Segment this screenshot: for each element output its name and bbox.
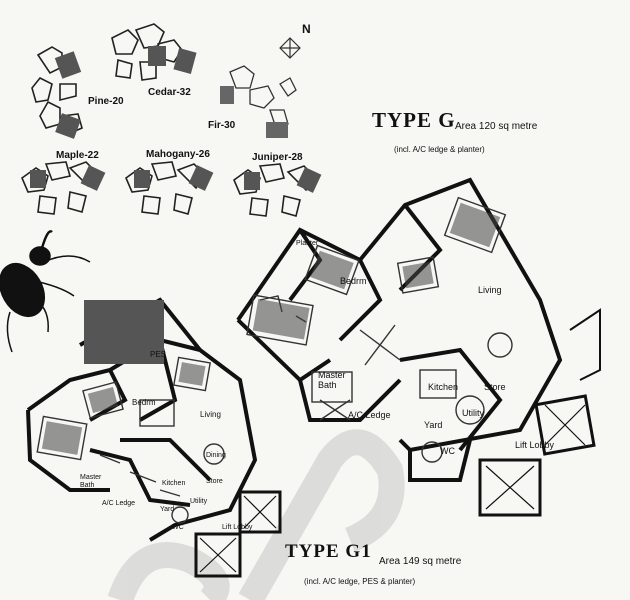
keyplan-mahogany-unit-left [134, 170, 150, 188]
type-g-master-bath: Master Bath [318, 370, 346, 390]
type-g1-wc: WC [172, 524, 184, 531]
type-g1-lift-lobby [194, 490, 282, 578]
type-g1-ac-ledge: A/C Ledge [102, 500, 136, 507]
keyplan-fir-unit-right [266, 122, 288, 138]
keyplan-fir [229, 65, 297, 129]
north-arrow [279, 37, 301, 59]
keyplan-cedar [111, 23, 183, 81]
beetle-illustration [0, 230, 91, 353]
type-g1-yard: Yard [160, 506, 175, 513]
keyplan-cedar-unit-left [148, 46, 166, 66]
pes-pool [84, 300, 164, 364]
type-g1-title: TYPE G1 [285, 541, 372, 562]
keyplan-maple-unit-left [30, 170, 46, 188]
type-g-living: Living [478, 285, 502, 295]
keyplan-juniper-unit-left [244, 172, 260, 190]
type-g-bedroom: Bedrm [340, 276, 367, 286]
block-label-cedar: Cedar-32 [148, 87, 191, 98]
type-g1-lift-lobby-label: Lift Lobby [222, 524, 253, 531]
block-label-pine: Pine-20 [88, 96, 124, 107]
type-g-lift-lobby [478, 308, 601, 517]
keyplan-maple-unit-right [80, 165, 106, 191]
type-g1-hatching [41, 362, 206, 455]
type-g-note: (incl. A/C ledge & planter) [394, 145, 485, 154]
type-g1-bedroom: Bedrm [132, 398, 156, 407]
type-g-yard: Yard [424, 420, 443, 430]
keyplan-fir-unit-left [220, 86, 234, 104]
keyplan-mahogany-unit-right [188, 165, 214, 191]
type-g1-master-bath: Master Bath [80, 474, 102, 489]
block-label-mahogany: Mahogany-26 [146, 149, 210, 160]
type-g1-kitchen: Kitchen [162, 480, 186, 487]
keyplan-pine-unit-bottom [55, 113, 81, 139]
north-label: N [302, 22, 311, 36]
type-g1-store: Store [206, 478, 223, 485]
type-g-ac-ledge: A/C Ledge [348, 410, 391, 420]
keyplan-pine-unit-top [54, 51, 82, 79]
type-g-hatching [252, 202, 501, 340]
type-g-details [246, 196, 513, 463]
type-g1-details [36, 356, 225, 524]
block-label-fir: Fir-30 [208, 120, 236, 131]
type-g1-pes: PES [150, 350, 167, 359]
type-g-lift-lobby-label: Lift Lobby [515, 440, 555, 450]
type-g1-utility: Utility [190, 498, 208, 505]
type-g-kitchen: Kitchen [428, 382, 459, 392]
type-g-store: Store [484, 382, 506, 392]
type-g1-area: Area 149 sq metre [379, 556, 462, 567]
type-g-title: TYPE G [372, 108, 456, 132]
type-g-utility: Utility [462, 408, 484, 418]
type-g1-dining: Dining [206, 452, 226, 459]
type-g1-note: (incl. A/C ledge, PES & planter) [304, 577, 416, 586]
watermark [107, 429, 405, 600]
keyplan-cedar-unit-right [173, 48, 197, 74]
keyplan-juniper-unit-right [296, 167, 322, 193]
type-g1-living: Living [200, 410, 221, 419]
keyplan-maple [21, 161, 97, 215]
type-g-area: Area 120 sq metre [455, 121, 538, 132]
block-label-juniper: Juniper-28 [252, 152, 303, 163]
block-label-maple: Maple-22 [56, 150, 99, 161]
type-g-wc: WC [440, 446, 455, 456]
type-g-planter: Planter [296, 240, 319, 247]
